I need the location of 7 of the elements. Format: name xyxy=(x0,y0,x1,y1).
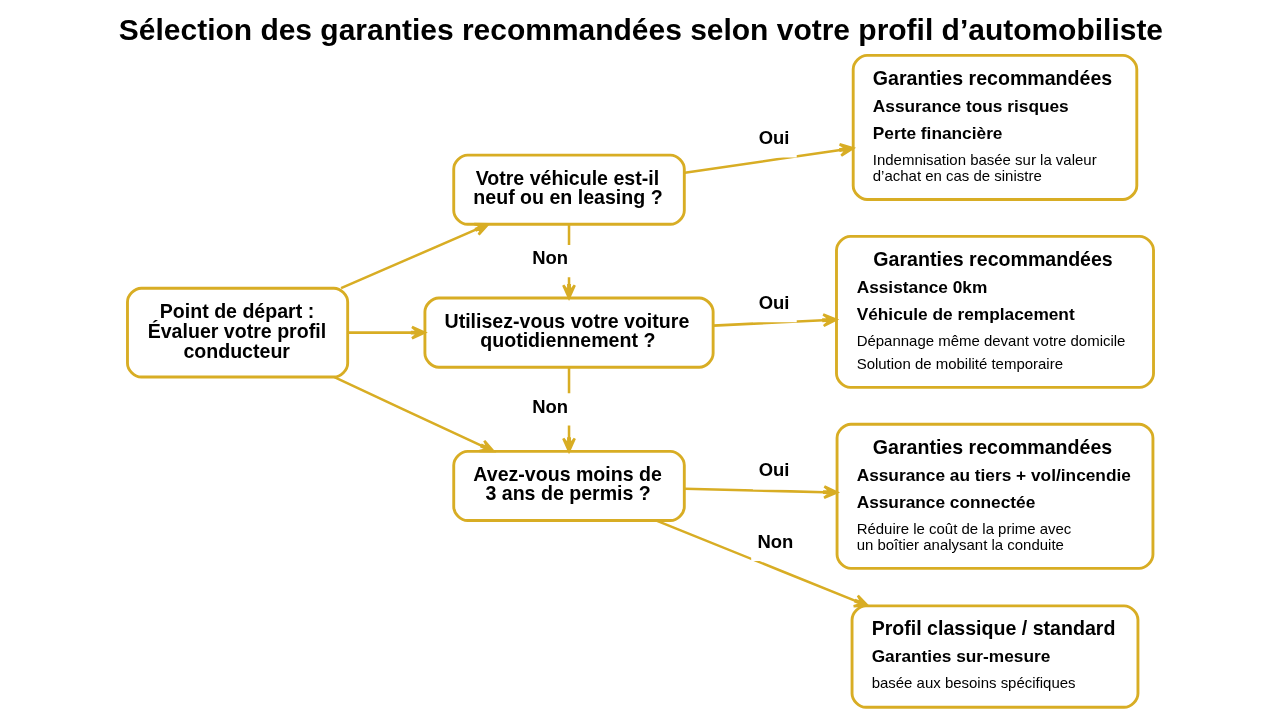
edge-label: Oui xyxy=(758,127,789,149)
edge-label: Oui xyxy=(758,292,789,314)
edge-label: Non xyxy=(531,247,568,269)
edge-label: Non xyxy=(757,530,793,552)
edge-label: Non xyxy=(531,395,568,417)
edge-label: Oui xyxy=(758,459,789,481)
diagram-title: Sélection des garanties recommandées selon votre profil d’automobiliste xyxy=(118,13,1163,47)
